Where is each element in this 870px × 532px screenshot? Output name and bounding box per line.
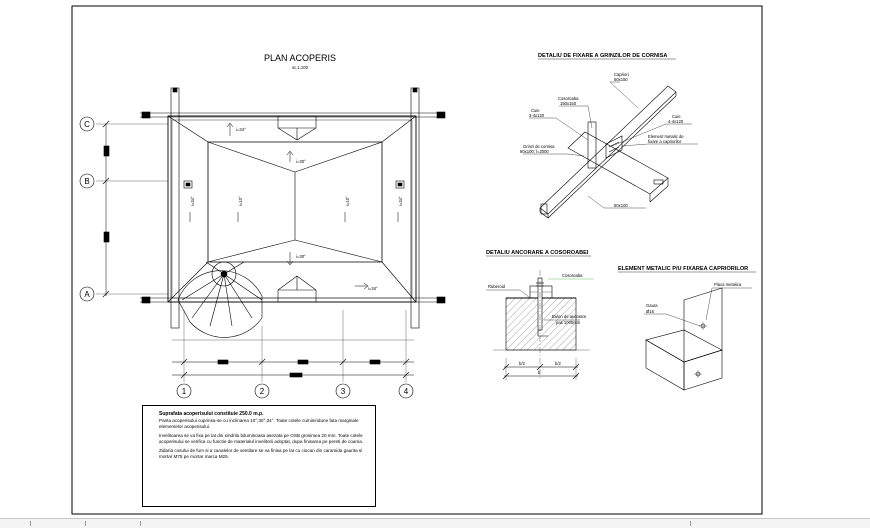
label-grinzi-size: 60x100; l=2000 [520,149,549,154]
notes-paragraph-3: Zidaria cosului de fum si a canalelor de… [159,448,363,459]
axis-label-1: 1 [182,387,187,396]
axis-label-2: 2 [260,387,265,396]
notes-box: Suprafata acoperisului constituie 250.0 … [142,405,376,507]
axis-label-a: A [84,290,90,299]
label-element-2: fixare a capriorilor [648,139,682,144]
roof-plan: PLAN ACOPERIS sc.1:100 [79,53,446,399]
slope-label-left-inner: i=10° [238,196,243,206]
slope-label-bottom-center: i=30° [296,254,306,259]
detail-element-title: ELEMENT METALIC P/U FIXAREA CAPRIORILOR [618,266,748,272]
turret [177,261,263,338]
label-anchor-cosoroaba: Cosoroaba [562,273,583,278]
label-gaura: Gaura [646,303,658,308]
label-cosoroaba-size: 150x150 [560,101,577,106]
axis-label-b: B [84,177,89,186]
axis-bubble-b: B [79,173,95,189]
plan-title: PLAN ACOPERIS [264,53,336,63]
axis-bubble-3: 3 [335,383,351,399]
label-dim-total: b [538,370,541,375]
status-divider [85,521,86,526]
label-cuie-left: Cuie [531,108,540,113]
label-cosoroaba: Cosoroaba [558,96,579,101]
label-dim-left: b/2 [519,361,525,366]
detail-anchor: DETALIU ANCORARE A COSOROABEI [486,250,594,380]
detail-metal-element: ELEMENT METALIC P/U FIXAREA CAPRIORILOR … [618,266,756,391]
label-capriori-size: 50x150 [614,77,628,82]
detail-gutter-beams: DETALIU DE FIXARE A GRINZILOR DE CORNISA [520,53,698,219]
detail-gutter-title: DETALIU DE FIXARE A GRINZILOR DE CORNISA [538,53,667,59]
notes-paragraph-2: Invelitoarea se va fixa pe lat din sindr… [159,433,364,444]
slope-label-top-center: i=30° [296,159,306,164]
slope-label-left-outer: i=34° [190,196,195,206]
sheet-frame [71,5,763,515]
label-dim: 50x100 [614,203,628,208]
label-dim-right: b/2 [555,361,561,366]
axis-label-3: 3 [341,387,346,396]
label-cuie-left-size: 3-4x120 [529,113,545,118]
label-cuie-right: Cuie [672,114,681,119]
label-grinzi: Grinzi de cornisa [523,144,555,149]
slope-label-right-outer: i=34° [398,196,403,206]
label-capriori: Capriori [614,72,629,77]
label-element-1: Element metalic de [648,134,684,139]
axis-bubble-4: 4 [398,383,414,399]
label-placa: Placa metalica [714,282,742,287]
axis-beam-4 [410,87,420,329]
slope-label-top-left: i=34° [236,127,246,132]
status-divider [30,521,31,526]
status-divider [140,521,141,526]
chimney-left [183,180,193,189]
label-gaura-size: Ø16 [646,309,655,314]
status-divider [690,521,691,526]
axis-bubble-a: A [79,286,95,302]
notes-paragraph-1: Panta acoperisului cuprinsa-se cu inclin… [159,418,359,429]
notes-heading: Suprafata acoperisului constituie 250.0 … [159,411,264,417]
label-ruberoid: Ruberoid [488,284,506,289]
axis-label-c: C [84,120,90,129]
slope-label-right-inner: i=10° [345,196,350,206]
label-bolt-1: Bulon de ancorare [552,314,587,319]
chimney-right [395,180,405,189]
plan-scale: sc.1:100 [292,65,309,70]
axis-bubble-2: 2 [254,383,270,399]
detail-anchor-title: DETALIU ANCORARE A COSOROABEI [486,250,589,256]
slope-label-bottom-right: i=34° [368,286,378,291]
status-bar [0,518,870,528]
label-bolt-2: pas 1000mm [556,320,581,325]
axis-bubble-1: 1 [176,383,192,399]
label-cuie-right-size: 4-4x120 [668,119,684,124]
roof-outline [167,115,417,303]
axis-bubble-c: C [79,116,95,132]
axis-label-4: 4 [404,387,409,396]
